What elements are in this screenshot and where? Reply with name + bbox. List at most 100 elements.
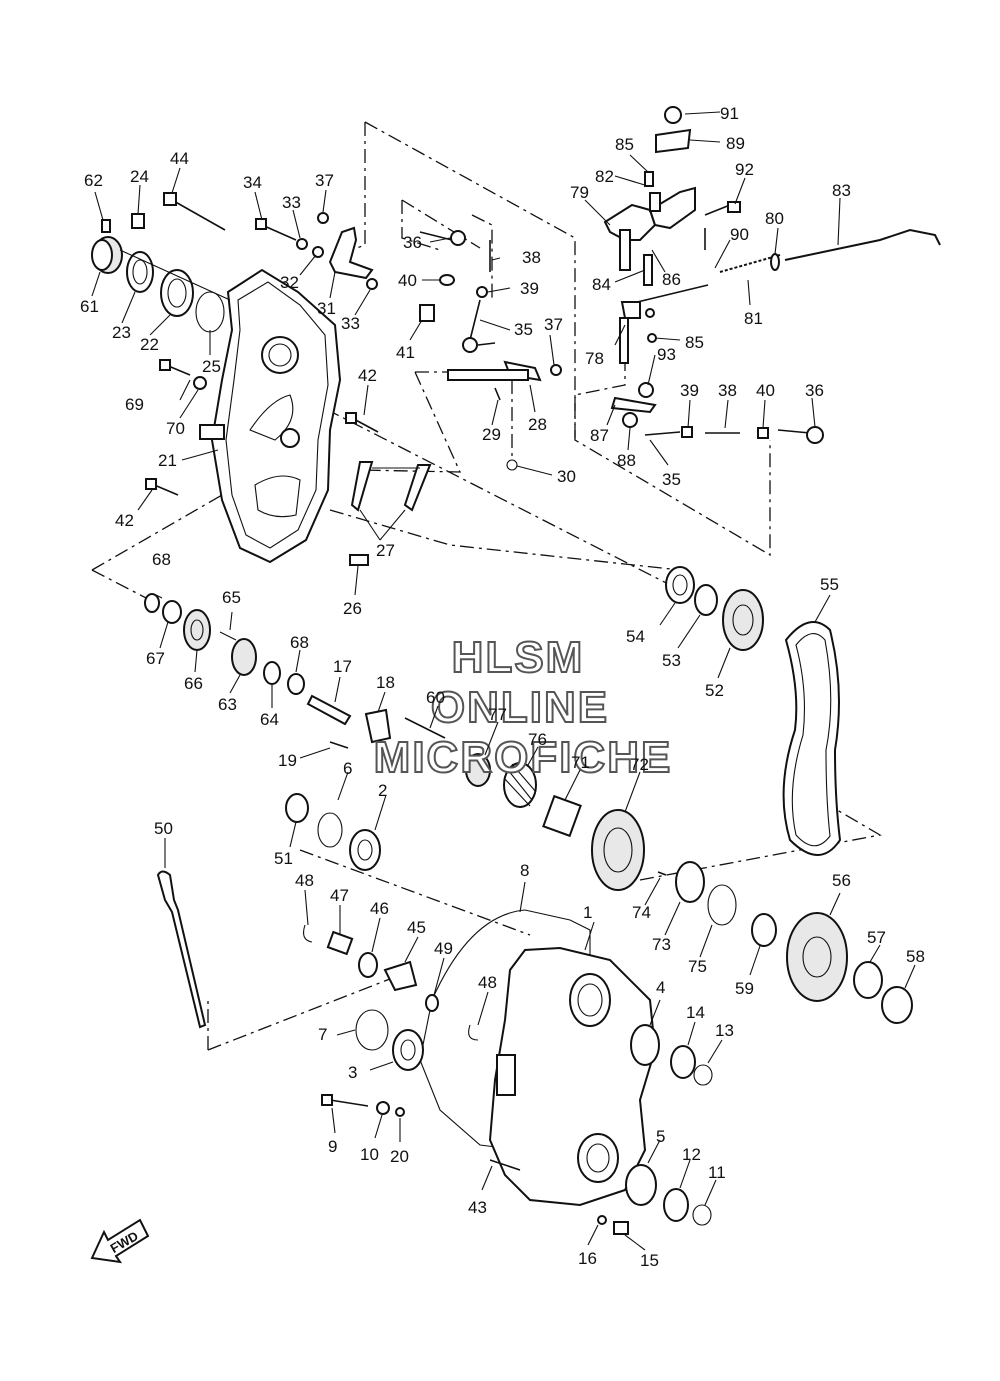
callout-38-left: 38 [522, 248, 541, 267]
callout-14: 14 [686, 1003, 705, 1022]
watermark-line-1: HLSM [452, 633, 585, 682]
callout-83: 83 [832, 181, 851, 200]
callout-40-left: 40 [398, 271, 417, 290]
reference-lines [91, 121, 882, 1051]
callout-8: 8 [520, 861, 529, 880]
callout-42-lower: 42 [115, 511, 134, 530]
callout-7: 7 [318, 1025, 327, 1044]
callout-45: 45 [407, 918, 426, 937]
callout-52: 52 [705, 681, 724, 700]
callout-46: 46 [370, 899, 389, 918]
callout-77: 77 [488, 705, 507, 724]
callout-48-left: 48 [295, 871, 314, 890]
callout-86: 86 [662, 270, 681, 289]
watermark: HLSM ONLINE MICROFICHE [373, 632, 673, 783]
callout-71: 71 [571, 753, 590, 772]
callout-40-right: 40 [756, 381, 775, 400]
callout-56: 56 [832, 871, 851, 890]
upper-right-linkage [603, 106, 941, 444]
callout-30: 30 [557, 467, 576, 486]
callout-36-left: 36 [403, 233, 422, 252]
callout-24: 24 [130, 167, 149, 186]
callout-49: 49 [434, 939, 453, 958]
callout-61: 61 [80, 297, 99, 316]
callout-74: 74 [632, 903, 651, 922]
callout-70: 70 [166, 419, 185, 438]
callout-72: 72 [630, 755, 649, 774]
watermark-line-3: MICROFICHE [374, 733, 673, 782]
callout-64: 64 [260, 710, 279, 729]
callout-54: 54 [626, 627, 645, 646]
callout-57: 57 [867, 928, 886, 947]
callout-68-lower: 68 [290, 633, 309, 652]
callout-68-upper: 68 [152, 550, 171, 569]
leader-lines [91, 111, 916, 1251]
callout-36-right: 36 [805, 381, 824, 400]
callout-41: 41 [396, 343, 415, 362]
callout-20: 20 [390, 1147, 409, 1166]
callout-50: 50 [154, 819, 173, 838]
watermark-line-2: ONLINE [431, 683, 609, 732]
lower-case-housing [419, 909, 657, 1207]
callout-12: 12 [682, 1145, 701, 1164]
callout-34: 34 [243, 173, 262, 192]
callout-39-left: 39 [520, 279, 539, 298]
callout-25: 25 [202, 357, 221, 376]
callout-31: 31 [317, 299, 336, 318]
callout-85-lower: 85 [685, 333, 704, 352]
callout-88: 88 [617, 451, 636, 470]
callout-47: 47 [330, 886, 349, 905]
callout-44: 44 [170, 149, 189, 168]
callout-19: 19 [278, 751, 297, 770]
callout-63: 63 [218, 695, 237, 714]
callout-4: 4 [656, 978, 665, 997]
callout-labels: 1 2 3 4 5 6 7 8 9 10 11 12 13 14 15 16 1… [80, 104, 925, 1270]
callout-6: 6 [343, 759, 352, 778]
callout-65: 65 [222, 588, 241, 607]
callout-18: 18 [376, 673, 395, 692]
upper-case-housing [199, 268, 342, 564]
callout-62: 62 [84, 171, 103, 190]
callout-58: 58 [906, 947, 925, 966]
callout-37-lower: 37 [544, 315, 563, 334]
left-bearing-stack [91, 213, 231, 333]
callout-92: 92 [735, 160, 754, 179]
callout-13: 13 [715, 1021, 734, 1040]
callout-51: 51 [274, 849, 293, 868]
callout-11: 11 [708, 1163, 726, 1182]
callout-33-lower: 33 [341, 314, 360, 333]
callout-38-right: 38 [718, 381, 737, 400]
callout-81: 81 [744, 309, 763, 328]
callout-48-right: 48 [478, 973, 497, 992]
callout-1: 1 [583, 903, 592, 922]
callout-66: 66 [184, 674, 203, 693]
callout-43: 43 [468, 1198, 487, 1217]
callout-78: 78 [585, 349, 604, 368]
callout-76: 76 [528, 730, 547, 749]
bolts-upper-left [145, 192, 379, 496]
callout-27: 27 [376, 541, 395, 560]
callout-16: 16 [578, 1249, 597, 1268]
callout-87: 87 [590, 426, 609, 445]
shaft-assembly [465, 753, 737, 926]
lower-seals [489, 1024, 713, 1235]
callout-93: 93 [657, 345, 676, 364]
callout-80: 80 [765, 209, 784, 228]
callout-75: 75 [688, 957, 707, 976]
callout-3: 3 [348, 1063, 357, 1082]
callout-73: 73 [652, 935, 671, 954]
callout-91: 91 [720, 104, 739, 123]
callout-32: 32 [280, 273, 299, 292]
callout-21: 21 [158, 451, 177, 470]
callout-39-right: 39 [680, 381, 699, 400]
callout-60: 60 [426, 688, 445, 707]
callout-79: 79 [570, 183, 589, 202]
callout-59: 59 [735, 979, 754, 998]
callout-26: 26 [343, 599, 362, 618]
right-gears-chain [665, 566, 913, 1024]
callout-10: 10 [360, 1145, 379, 1164]
callout-37-upper: 37 [315, 171, 334, 190]
callout-15: 15 [640, 1251, 659, 1270]
callout-35-right: 35 [662, 470, 681, 489]
